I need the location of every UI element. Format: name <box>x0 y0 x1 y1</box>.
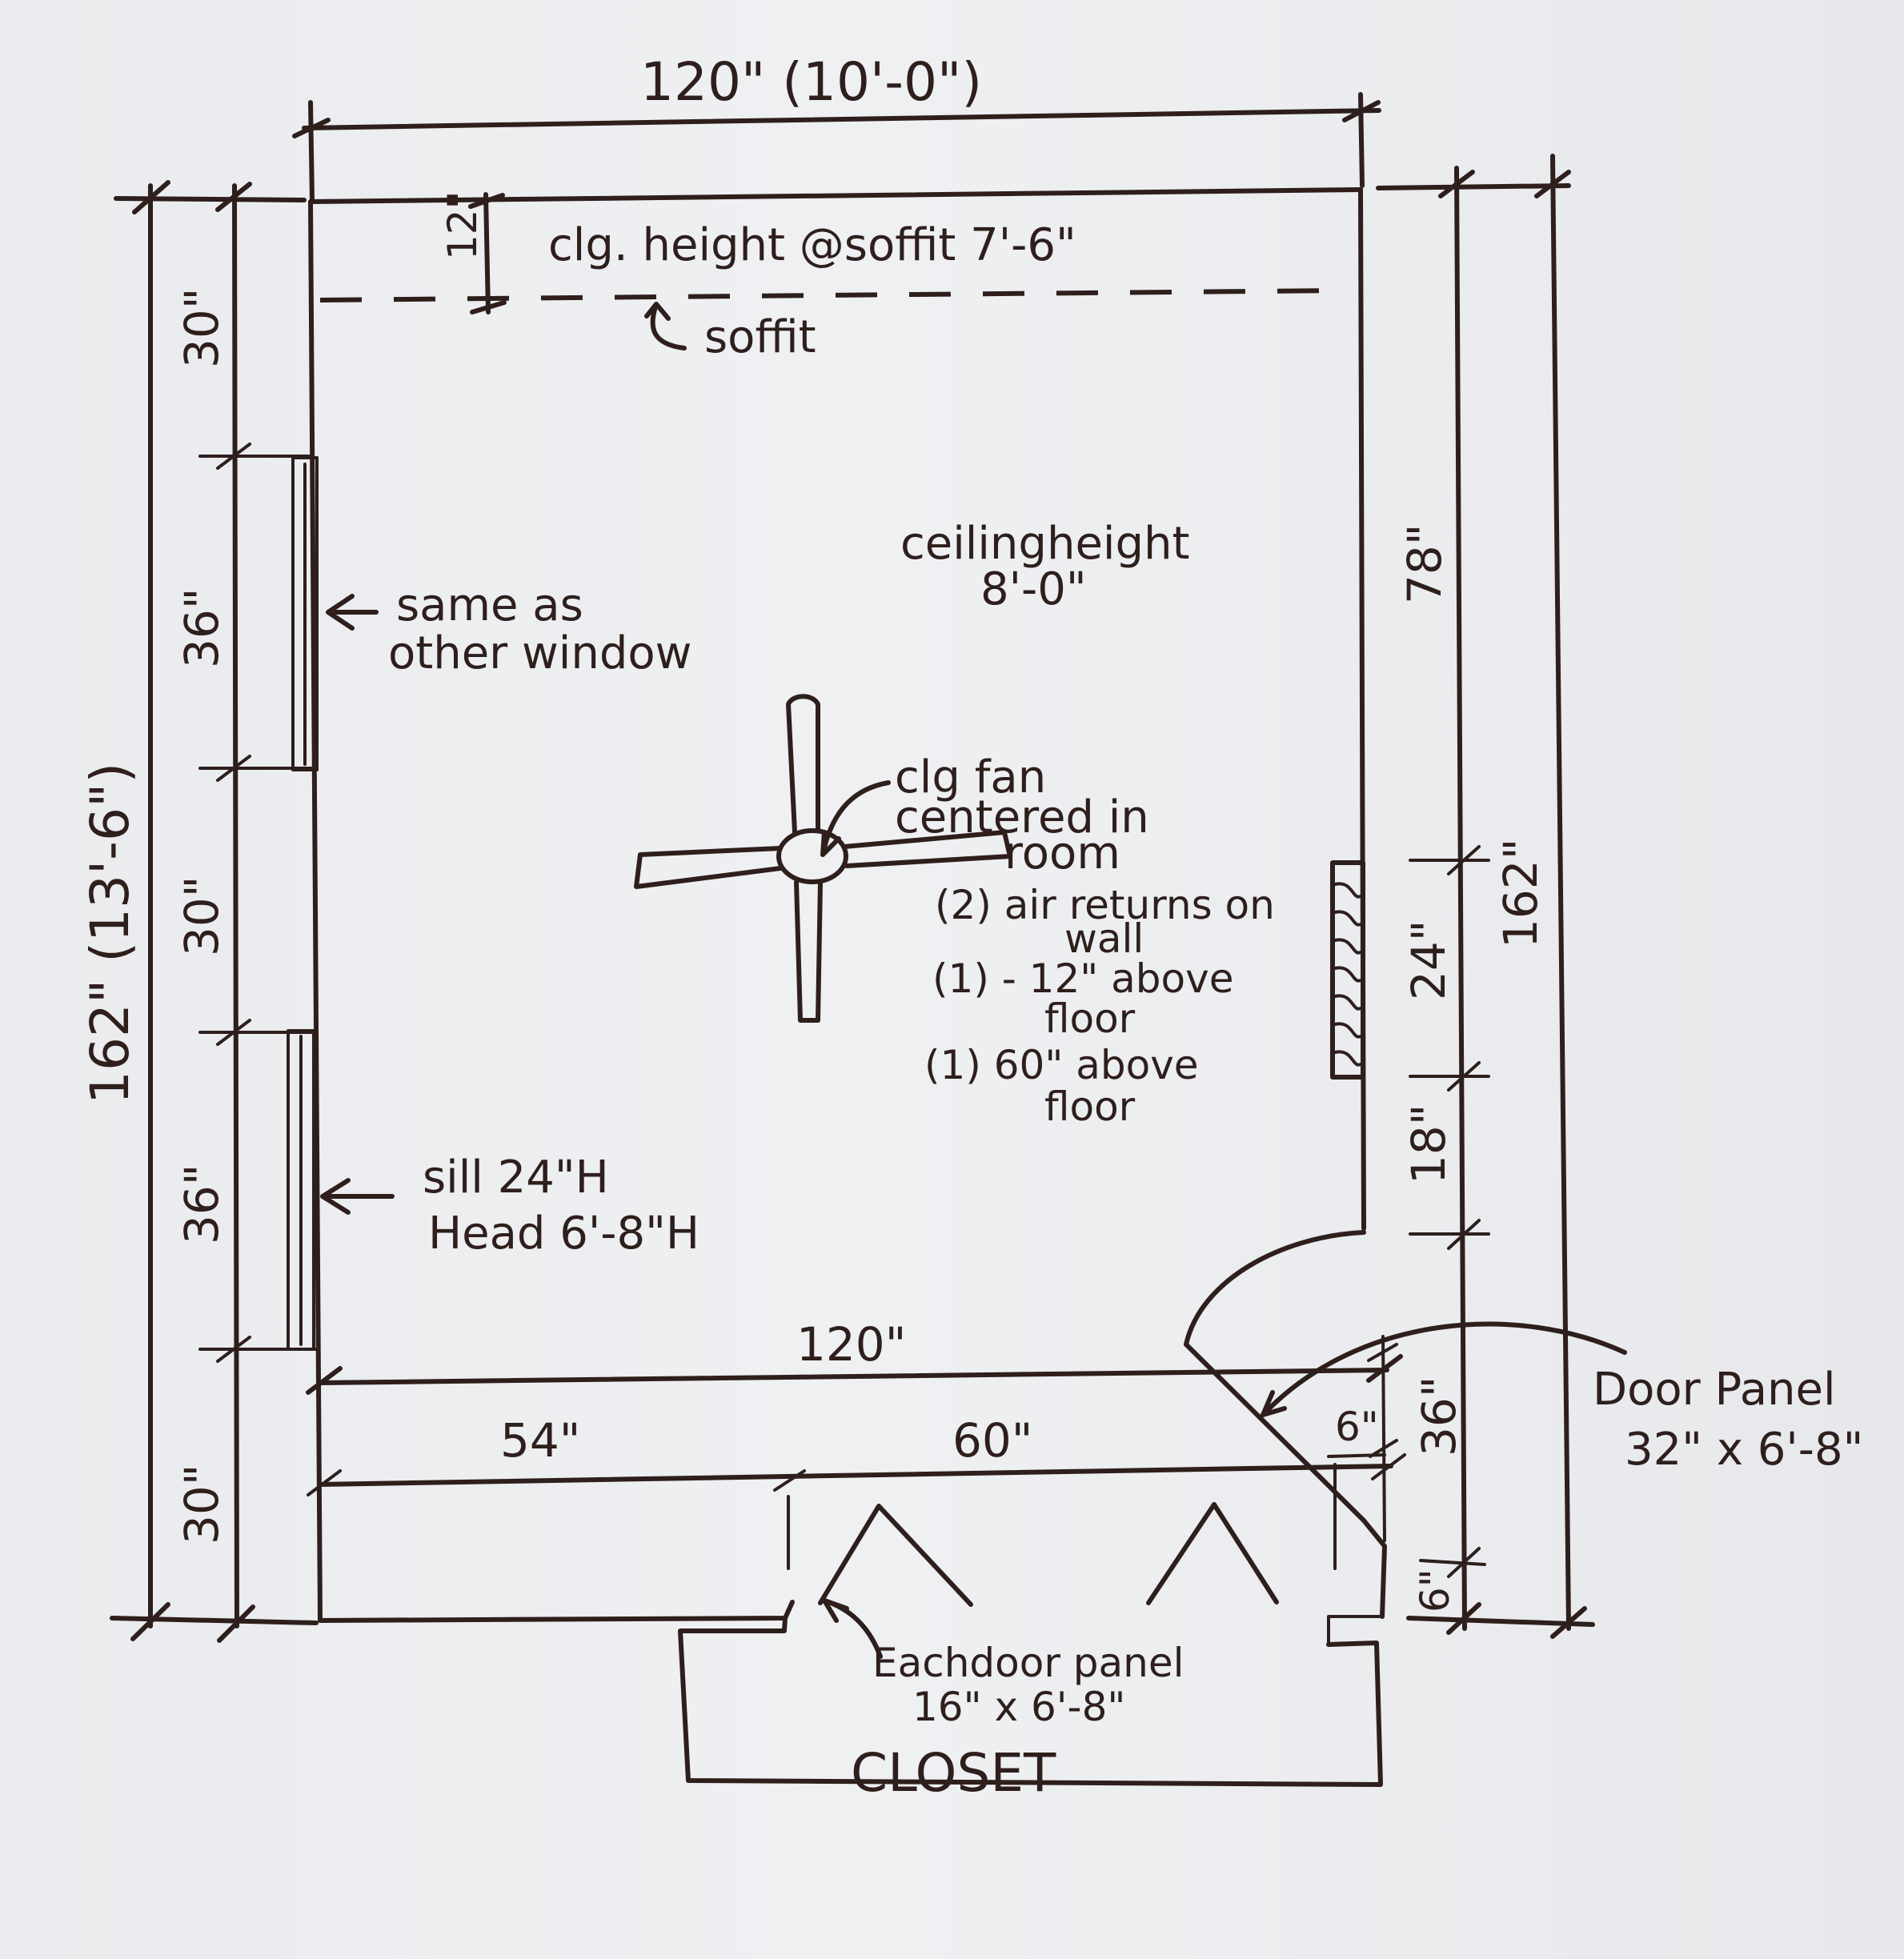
closet-door-right <box>1146 1502 1279 1605</box>
air-return-note-6: floor <box>1044 1084 1136 1130</box>
top-overall-dim: 120" (10'-0") <box>640 51 982 113</box>
closet: Eachdoor panel 16" x 6'-8" CLOSET <box>678 1502 1383 1804</box>
air-return-grille-slats <box>1333 882 1362 1067</box>
top-dim-line <box>302 108 1381 130</box>
left-dim-4: 36" <box>174 1164 229 1244</box>
air-return-note-4: floor <box>1044 996 1136 1042</box>
soffit: 12" clg. height @soffit 7'-6" soffit <box>319 190 1339 363</box>
ceiling-height-note-1: ceilingheight <box>900 518 1189 570</box>
door-panel-note-1: Door Panel <box>1593 1364 1836 1416</box>
window-upper-arrow <box>326 594 379 631</box>
right-dim-4: 36" <box>1412 1376 1466 1456</box>
right-dimensions: 78" 24" 18" 36" 6" 162" <box>1376 154 1595 1639</box>
air-return-note-3: (1) - 12" above <box>932 955 1234 1002</box>
door-gap-dim: 6" <box>1335 1404 1379 1450</box>
right-dim-ticks <box>1409 845 1490 1578</box>
closet-label: CLOSET <box>851 1742 1056 1804</box>
left-dim-3: 30" <box>174 876 229 956</box>
window-lower-note-2: Head 6'-8"H <box>428 1208 699 1260</box>
closet-opening-dim: 60" <box>952 1413 1032 1468</box>
fan-leader <box>820 780 891 857</box>
soffit-label: soffit <box>704 311 816 363</box>
window-lower <box>287 1029 315 1351</box>
room-left-wall <box>308 199 323 1623</box>
left-dim-bottom-ext <box>110 1602 319 1643</box>
closet-left-dim: 54" <box>500 1413 580 1468</box>
left-inner-dim-line <box>232 183 239 1628</box>
entry-door: Door Panel 32" x 6'-8" 6" <box>1184 1230 1863 1570</box>
left-dim-top-ext <box>114 180 307 214</box>
bottom-width-dim: 120" <box>796 1317 906 1372</box>
door-swing-arc <box>1184 1230 1366 1347</box>
soffit-dashed-line <box>319 288 1339 302</box>
fan-hub <box>776 828 848 884</box>
windows: same as other window sill 24"H Head 6'-8… <box>287 456 699 1351</box>
fan-note-1: clg fan <box>895 751 1046 803</box>
air-return-note-1: (2) air returns on <box>935 882 1275 928</box>
air-return-grille <box>1330 860 1365 1080</box>
right-outer-dim-line <box>1550 154 1571 1631</box>
fan-note-3: room <box>1004 827 1120 879</box>
left-overall-dim: 162" (13'-6") <box>79 763 141 1104</box>
door-gap-ext <box>1327 1453 1386 1570</box>
right-inner-dim-line <box>1454 166 1467 1631</box>
fan-blade-right <box>842 830 1012 868</box>
top-dim-ext-left <box>292 100 331 202</box>
right-dim-2: 24" <box>1401 920 1456 1000</box>
room-bottom-wall <box>318 1518 1387 1623</box>
soffit-leader-arrow <box>644 302 687 351</box>
window-lower-note-1: sill 24"H <box>423 1152 609 1204</box>
window-upper-note-2: other window <box>388 627 691 679</box>
air-return-note-5: (1) 60" above <box>924 1042 1199 1088</box>
left-dim-2: 36" <box>174 588 229 668</box>
top-dimension: 120" (10'-0") <box>292 51 1381 202</box>
right-dim-top-ext <box>1376 170 1571 198</box>
fan-blade-top <box>786 694 820 835</box>
window-upper <box>291 456 319 771</box>
left-dim-1: 30" <box>174 288 229 368</box>
ceiling-height-note-2: 8'-0" <box>980 563 1087 615</box>
door-jamb <box>1327 1555 1386 1646</box>
bottom-width-dim-line <box>306 1354 1403 1395</box>
top-dim-ext-right <box>1342 92 1381 188</box>
door-panel-note-2: 32" x 6'-8" <box>1625 1424 1863 1476</box>
air-return-note-2: wall <box>1064 915 1144 962</box>
soffit-height-note: clg. height @soffit 7'-6" <box>548 219 1076 271</box>
left-dimensions: 30" 36" 30" 36" 30" 162" (13'-6") <box>79 180 320 1643</box>
window-lower-arrow <box>320 1178 395 1215</box>
fan-note-2: centered in <box>895 791 1149 843</box>
window-upper-note-1: same as <box>396 579 583 631</box>
soffit-depth-dim: 12" <box>439 190 486 260</box>
fan-blade-bottom <box>794 879 823 1023</box>
closet-door-note-2: 16" x 6'-8" <box>912 1684 1125 1730</box>
right-dim-1: 78" <box>1397 524 1452 604</box>
right-dim-bottom-ext <box>1406 1602 1595 1639</box>
door-panel-leader <box>1261 1321 1627 1417</box>
closet-door-left <box>818 1504 973 1607</box>
closet-dim-line <box>318 1464 1393 1487</box>
right-overall-dim: 162" <box>1493 839 1548 948</box>
left-dim-5: 30" <box>174 1464 229 1544</box>
closet-outline <box>678 1616 1383 1787</box>
closet-door-note-1: Eachdoor panel <box>872 1640 1184 1686</box>
left-dim-ticks <box>198 443 320 1363</box>
closet-dim-ticks <box>307 1453 1406 1570</box>
right-dim-3: 18" <box>1401 1104 1456 1184</box>
air-return-grille-frame <box>1330 860 1365 1080</box>
soffit-depth-dim-line <box>468 192 507 314</box>
fan-blade-left <box>634 846 783 889</box>
ceiling-fan-symbol <box>634 694 1012 1023</box>
closet-door-leader <box>822 1598 883 1659</box>
bottom-dimensions: 120" 54" 60" <box>306 1317 1406 1570</box>
right-dim-5: 6" <box>1412 1568 1458 1612</box>
